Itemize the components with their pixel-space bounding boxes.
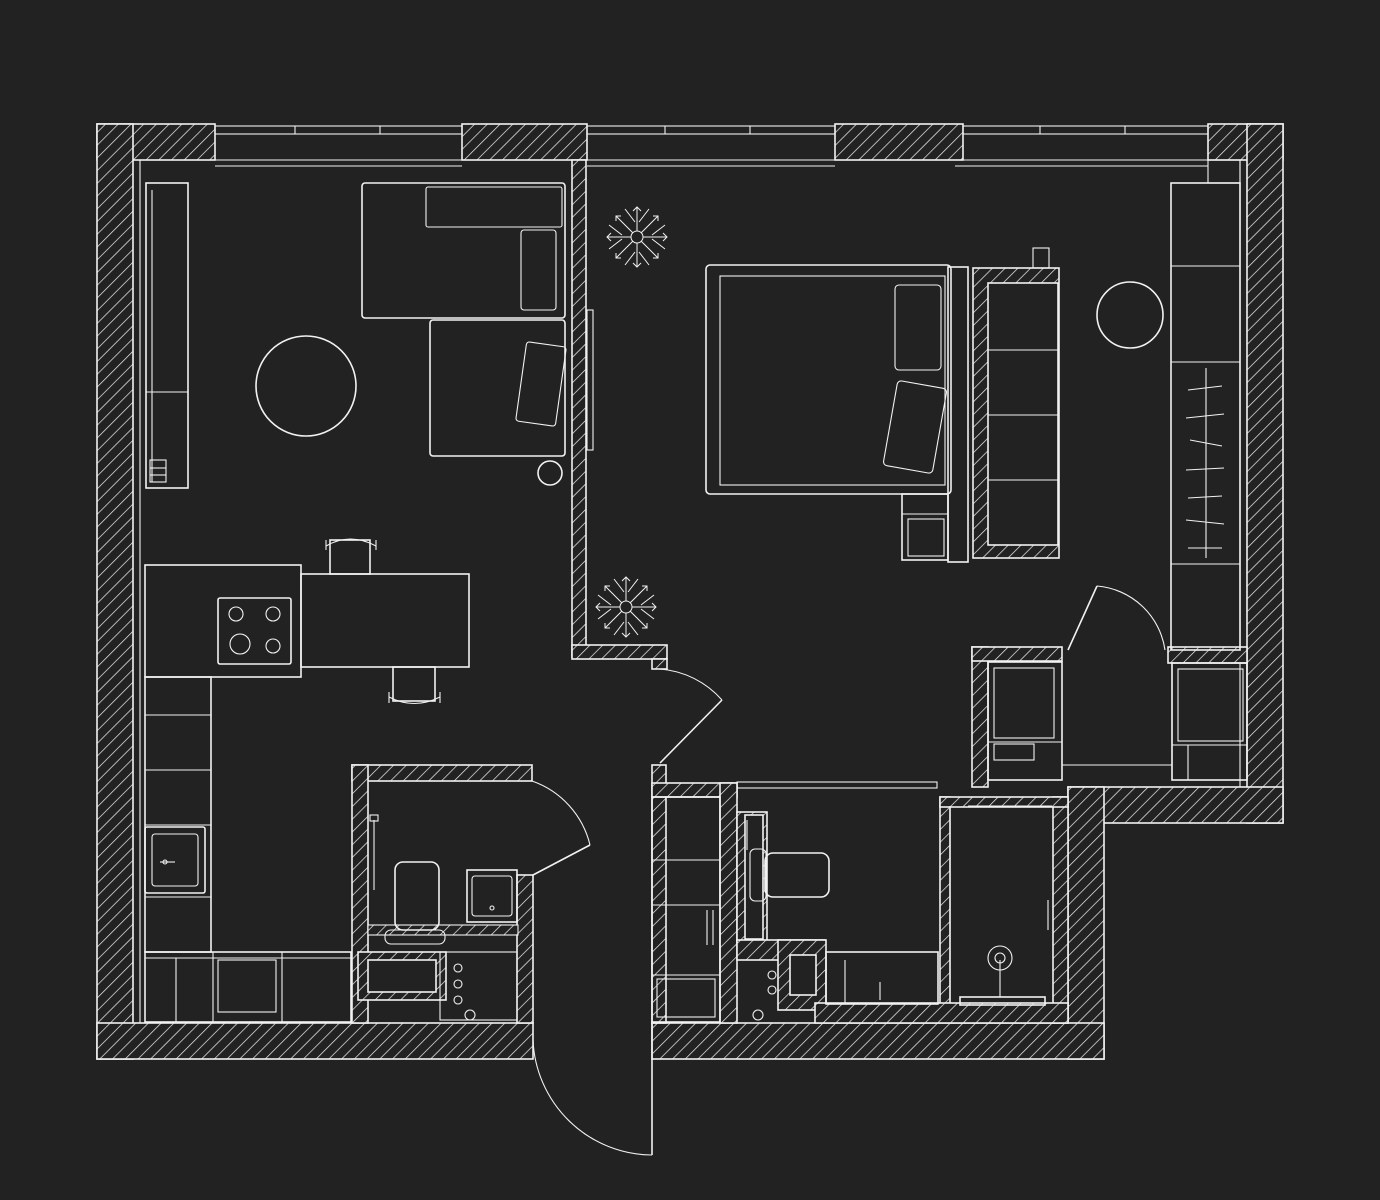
sink-icon [144,826,206,894]
bathtub-icon [825,951,939,1005]
shoe-cabinet [987,661,1173,781]
window-icon [955,125,1209,167]
toilet [357,814,519,1021]
door-icon [659,668,723,764]
shelving-unit [972,247,1060,559]
sofa-icon [361,182,566,319]
bedroom [705,159,1241,651]
window-icon [214,125,463,167]
round-table-icon [255,335,357,437]
toilet-icon [749,848,830,902]
door-icon [532,1023,653,1156]
storage-cabinet [145,182,189,489]
kitchen-counter [144,676,352,1023]
window-icon [586,125,836,167]
washer-icon [752,970,777,1021]
door-icon [1067,585,1166,651]
toilet-icon [384,861,446,945]
side-table-icon [537,460,563,486]
kitchen [144,538,470,1023]
plant-icon [595,576,657,638]
door-icon [531,780,591,876]
interior-walls [351,159,1248,1024]
shower-icon [949,806,1049,1006]
bed-icon [705,264,969,563]
chair-icon [388,666,441,705]
cooktop-icon [217,597,292,665]
round-table-icon [1096,281,1164,349]
wardrobe [1170,159,1241,651]
hallway [531,585,1248,1156]
windows [214,125,1209,167]
chair-icon [325,538,377,575]
nightstand-icon [901,493,949,561]
bathroom [736,805,1069,1024]
sink-icon [466,869,518,923]
armchair-icon [429,319,567,457]
plant-icon [606,206,668,268]
living-room [145,182,668,638]
entry-wardrobe [1171,662,1248,781]
hall-storage [651,796,721,1023]
outer-walls [96,123,1284,1060]
